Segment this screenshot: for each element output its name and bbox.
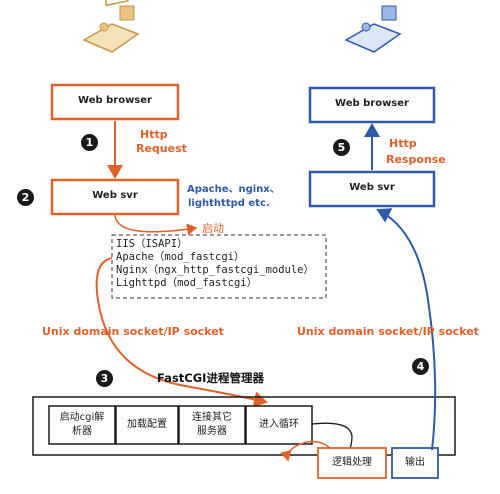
http-response-line1: Http — [389, 137, 417, 150]
step-3-badge: 3 — [96, 370, 113, 387]
launcher-iis: IIS（ISAPI） — [116, 238, 188, 250]
fastcgi-manager-title: FastCGI进程管理器 — [157, 371, 264, 385]
start-cgi-box — [48, 405, 116, 445]
http-request-line1: Http — [140, 128, 168, 141]
logic-label: 逻辑处理 — [332, 457, 372, 468]
socket-label-right: Unix domain socket/IP socket — [297, 325, 479, 338]
right-web-server-box — [308, 170, 436, 208]
output-box — [391, 447, 439, 479]
launch-arrow — [114, 213, 198, 236]
launcher-dashed-box — [111, 234, 327, 299]
enter-loop-label: 进入循环 — [259, 419, 299, 430]
start-cgi-line1: 启动cgi解 — [59, 412, 105, 423]
fastcgi-manager-box — [32, 396, 456, 456]
connect-servers-line1: 连接其它 — [192, 412, 232, 423]
web-servers-line1: Apache、nginx、 — [187, 184, 280, 195]
logic-box — [317, 447, 387, 479]
step-1-badge: 1 — [81, 134, 98, 151]
web-servers-line2: lighthttpd etc. — [188, 198, 270, 209]
right-web-browser-label: Web browser — [335, 98, 409, 109]
load-config-box — [115, 405, 179, 445]
output-label: 输出 — [405, 457, 425, 468]
socket-label-left: Unix domain socket/IP socket — [42, 325, 224, 338]
http-request-line2: Request — [136, 142, 187, 155]
right-socket-line — [376, 208, 437, 451]
step-5-badge: 5 — [333, 139, 350, 156]
left-socket-line — [95, 257, 268, 408]
start-cgi-line2: 析器 — [72, 426, 92, 437]
launcher-nginx: Nginx（ngx_http_fastcgi_module） — [116, 264, 315, 276]
step-4-badge: 4 — [412, 358, 429, 375]
right-web-browser-box — [308, 86, 436, 124]
left-web-browser-label: Web browser — [78, 95, 152, 106]
launcher-apache: Apache（mod_fastcgi） — [116, 251, 245, 263]
enter-loop-box — [245, 405, 313, 445]
connect-servers-box — [178, 405, 246, 445]
step-2-badge: 2 — [17, 189, 34, 206]
computer-user-icon-left — [82, 0, 140, 53]
logic-return-arrow — [280, 440, 331, 462]
load-config-label: 加载配置 — [127, 419, 167, 430]
launch-label: 启动 — [202, 222, 224, 235]
http-response-line2: Response — [386, 153, 446, 166]
launcher-lighttpd: Lighttpd（mod_fastcgi） — [116, 277, 258, 289]
right-web-server-label: Web svr — [349, 182, 395, 193]
connect-servers-line2: 服务器 — [197, 426, 227, 437]
left-web-browser-box — [50, 83, 180, 121]
computer-user-icon-right — [344, 5, 402, 53]
left-web-server-label: Web svr — [92, 190, 138, 201]
